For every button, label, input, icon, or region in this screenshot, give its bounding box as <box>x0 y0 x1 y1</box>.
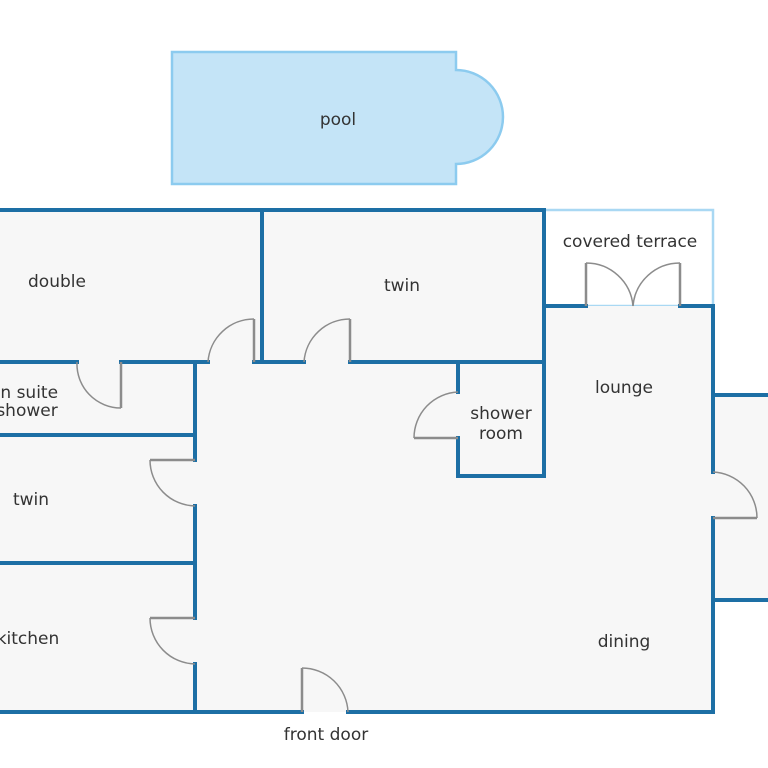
door-en-suite <box>76 361 123 409</box>
door-terrace <box>584 262 682 307</box>
pool-label: pool <box>320 110 356 130</box>
dining-label: dining <box>598 632 651 652</box>
double-label: double <box>28 272 86 292</box>
floor-area <box>0 210 768 712</box>
kitchen-label: kitchen <box>0 629 59 649</box>
shower-room-label-2: room <box>479 424 523 444</box>
twin-top-label: twin <box>384 276 420 296</box>
door-annex <box>712 471 758 520</box>
door-twin-left <box>149 458 196 507</box>
door-twin-top <box>303 318 352 363</box>
twin-left-label: twin <box>13 490 49 510</box>
door-front <box>300 667 349 713</box>
en-suite-label-2: shower <box>0 401 58 421</box>
en-suite-label-1: en suite <box>0 383 58 403</box>
walls <box>0 208 768 714</box>
front-door-label: front door <box>284 725 368 745</box>
covered-terrace-area <box>542 208 715 308</box>
covered-terrace-label: covered terrace <box>563 232 698 252</box>
door-kitchen <box>149 616 196 665</box>
door-double <box>207 318 256 363</box>
pool-shape <box>170 50 505 186</box>
lounge-label: lounge <box>595 378 653 398</box>
shower-room-label-1: shower <box>470 404 531 424</box>
door-shower-room <box>413 391 459 440</box>
doors <box>76 262 758 713</box>
